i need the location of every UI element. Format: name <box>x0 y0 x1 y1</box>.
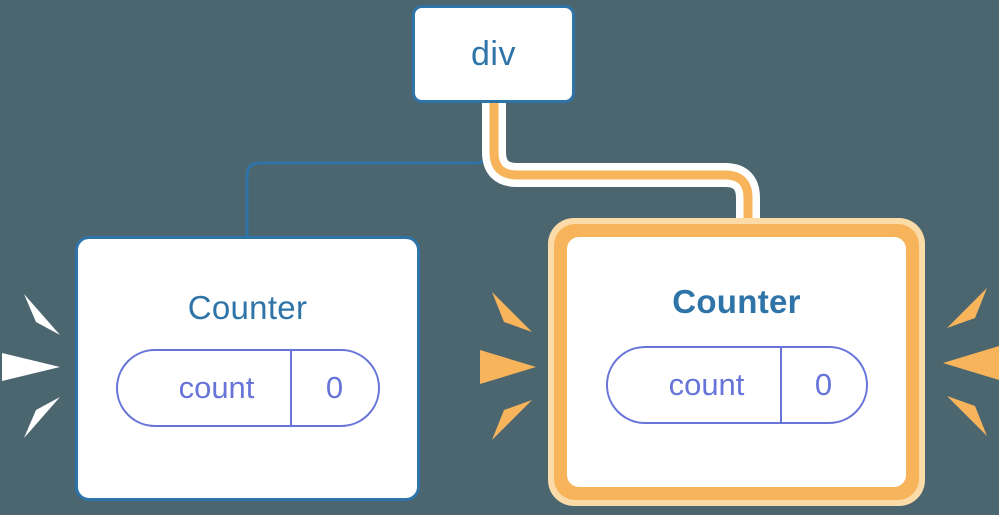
edge-div-to-counter-left <box>245 101 491 238</box>
state-pill-right: count 0 <box>605 346 868 424</box>
state-value-left: 0 <box>289 351 378 425</box>
node-div[interactable]: div <box>412 5 575 103</box>
edge-div-to-counter-right-halo <box>482 103 760 232</box>
node-counter-right[interactable]: Counter count 0 <box>548 218 925 506</box>
node-div-label: div <box>471 34 516 73</box>
state-key-left: count <box>178 370 255 405</box>
node-counter-left-title: Counter <box>187 289 308 326</box>
edge-div-to-counter-right <box>489 103 753 232</box>
node-counter-left[interactable]: Counter count 0 <box>75 236 420 501</box>
node-counter-right-face: Counter count 0 <box>567 237 906 487</box>
state-value-right: 0 <box>779 348 866 422</box>
state-key-right: count <box>668 367 745 402</box>
state-pill-left: count 0 <box>115 349 380 427</box>
node-counter-right-title: Counter <box>672 283 801 320</box>
